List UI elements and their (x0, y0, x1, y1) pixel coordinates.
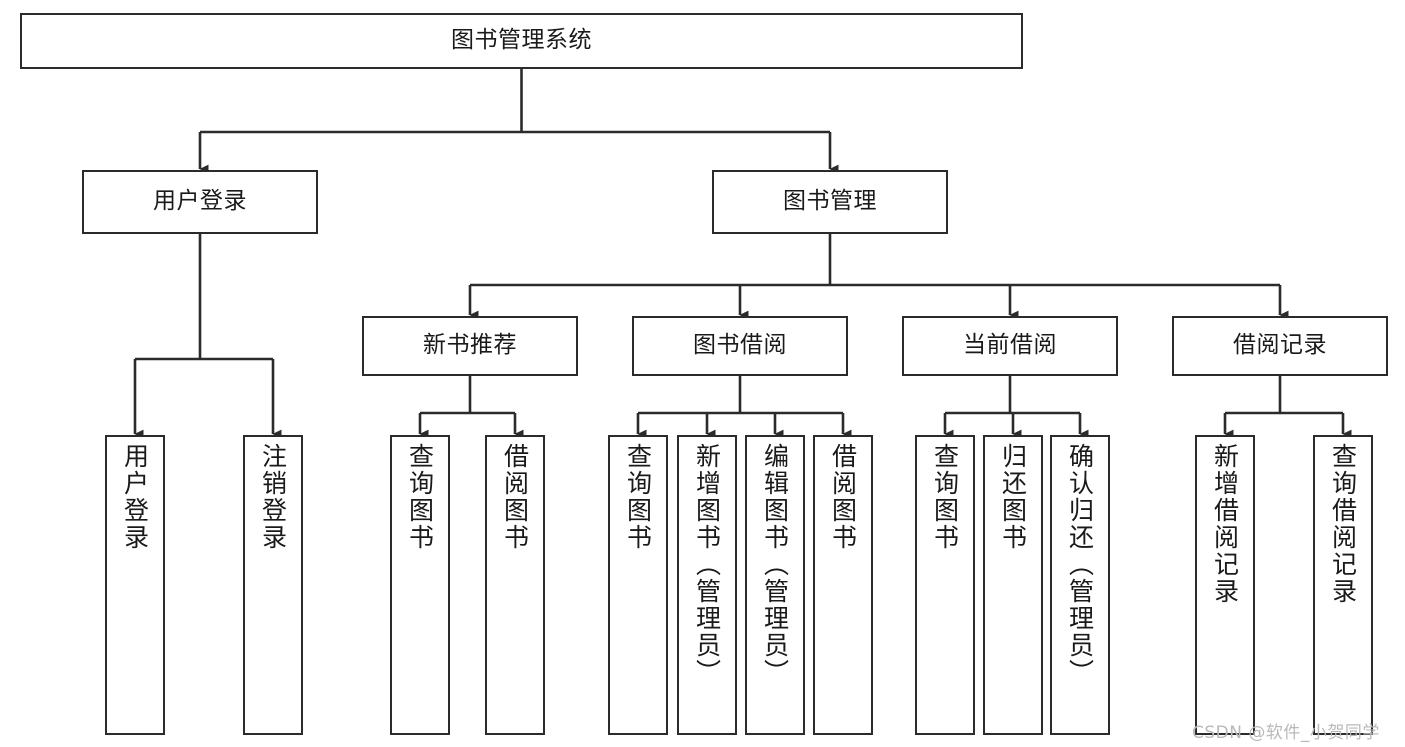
node-l2-book-manage[interactable]: 图书管理 (712, 170, 948, 234)
node-label: 图书管理系统 (451, 27, 592, 54)
node-leaf-query-book-2[interactable]: 查询图书 (608, 435, 668, 735)
node-leaf-edit-book[interactable]: 编辑图书（管理员） (745, 435, 805, 735)
node-label: 用户登录 (153, 188, 247, 215)
node-leaf-add-record[interactable]: 新增借阅记录 (1195, 435, 1255, 735)
node-l3-borrow-record[interactable]: 借阅记录 (1172, 316, 1388, 376)
node-leaf-add-book[interactable]: 新增图书（管理员） (677, 435, 737, 735)
node-label: 查询图书 (623, 443, 653, 551)
node-label: 借阅图书 (828, 443, 858, 551)
node-label: 确认归还（管理员） (1065, 443, 1095, 686)
node-l2-user-login[interactable]: 用户登录 (82, 170, 318, 234)
node-label: 编辑图书（管理员） (760, 443, 790, 686)
node-label: 用户登录 (120, 443, 150, 551)
node-l3-book-borrow[interactable]: 图书借阅 (632, 316, 848, 376)
node-label: 查询借阅记录 (1328, 443, 1358, 605)
node-label: 查询图书 (405, 443, 435, 551)
node-leaf-borrow-book-2[interactable]: 借阅图书 (813, 435, 873, 735)
node-label: 新书推荐 (423, 332, 517, 359)
node-leaf-logout[interactable]: 注销登录 (243, 435, 303, 735)
node-root[interactable]: 图书管理系统 (20, 13, 1023, 69)
node-leaf-confirm-return[interactable]: 确认归还（管理员） (1050, 435, 1110, 735)
node-l3-new-book-rec[interactable]: 新书推荐 (362, 316, 578, 376)
node-leaf-query-book-3[interactable]: 查询图书 (915, 435, 975, 735)
node-leaf-query-book-1[interactable]: 查询图书 (390, 435, 450, 735)
node-label: 归还图书 (998, 443, 1028, 551)
node-label: 借阅记录 (1233, 332, 1327, 359)
node-leaf-query-record[interactable]: 查询借阅记录 (1313, 435, 1373, 735)
node-label: 新增图书（管理员） (692, 443, 722, 686)
watermark-text: CSDN @软件_小贺同学 (1192, 723, 1380, 743)
node-leaf-user-login[interactable]: 用户登录 (105, 435, 165, 735)
node-l3-current-borrow[interactable]: 当前借阅 (902, 316, 1118, 376)
node-leaf-borrow-book-1[interactable]: 借阅图书 (485, 435, 545, 735)
node-label: 借阅图书 (500, 443, 530, 551)
node-label: 注销登录 (258, 443, 288, 551)
node-label: 图书管理 (783, 188, 877, 215)
node-label: 当前借阅 (963, 332, 1057, 359)
node-label: 图书借阅 (693, 332, 787, 359)
node-leaf-return-book[interactable]: 归还图书 (983, 435, 1043, 735)
node-label: 新增借阅记录 (1210, 443, 1240, 605)
node-label: 查询图书 (930, 443, 960, 551)
